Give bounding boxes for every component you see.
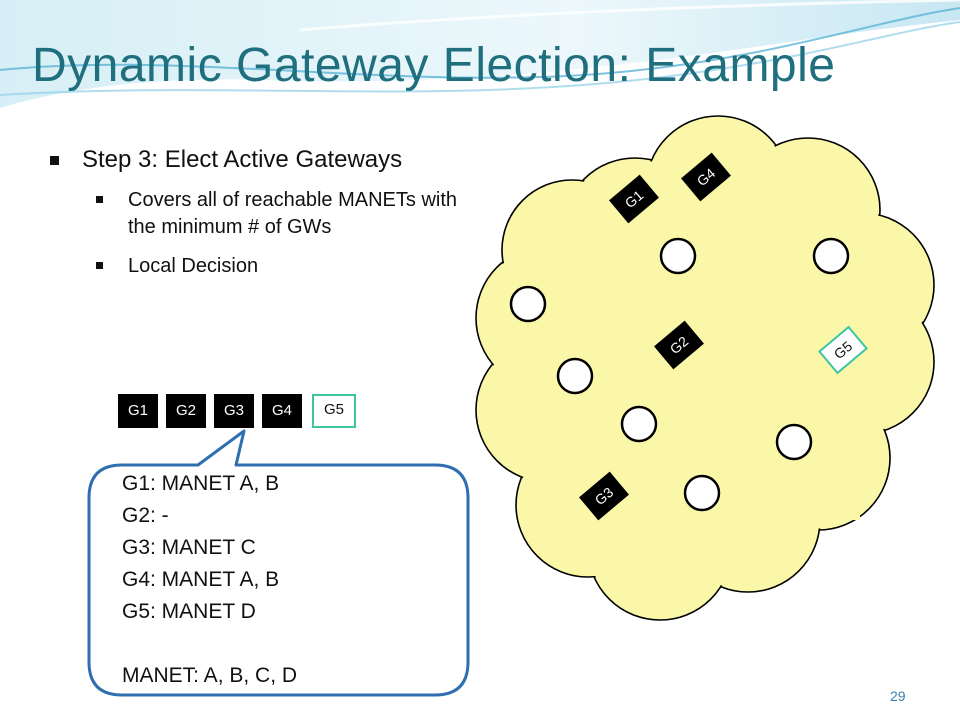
callout-line — [122, 628, 297, 660]
bullet-sub-1-text: Covers all of reachable MANETs with the … — [128, 189, 458, 238]
bullet-square-icon — [50, 156, 59, 165]
gateway-row-item: G1 — [118, 394, 158, 428]
node-circle — [812, 237, 850, 275]
bullet-sub-2-text: Local Decision — [128, 255, 259, 277]
node-circle — [659, 237, 697, 275]
node-circle — [620, 405, 658, 443]
header-wave-decoration — [0, 0, 960, 108]
callout-line: G5: MANET D — [122, 600, 256, 623]
page-number: 29 — [890, 688, 906, 704]
gateway-row-item: G3 — [214, 394, 254, 428]
gateway-row-item: G5 — [312, 394, 356, 428]
bullet-list: Step 3: Elect Active Gateways Covers all… — [46, 145, 516, 280]
callout-line: G4: MANET A, B — [122, 568, 280, 591]
bullet-sub-2: Local Decision — [94, 253, 516, 280]
node-circle — [556, 357, 594, 395]
callout-line: MANET: A, B, C, D — [122, 664, 298, 687]
callout-line: G1: MANET A, B — [122, 472, 280, 495]
callout-line: G2: - — [122, 504, 169, 527]
bullet-square-icon — [96, 262, 103, 269]
bullet-main: Step 3: Elect Active Gateways — [46, 145, 516, 175]
node-circle — [775, 423, 813, 461]
slide-title: Dynamic Gateway Election: Example — [32, 39, 836, 92]
gateway-row-item: G4 — [262, 394, 302, 428]
node-circle — [683, 474, 721, 512]
node-circle — [509, 285, 547, 323]
gateway-row-item: G2 — [166, 394, 206, 428]
callout-line: G3: MANET C — [122, 536, 256, 559]
bullet-square-icon — [96, 196, 103, 203]
bullet-main-text: Step 3: Elect Active Gateways — [82, 146, 403, 173]
bullet-sub-1: Covers all of reachable MANETs with the … — [94, 187, 464, 241]
callout-text: G1: MANET A, B G2: - G3: MANET C G4: MAN… — [122, 468, 297, 692]
